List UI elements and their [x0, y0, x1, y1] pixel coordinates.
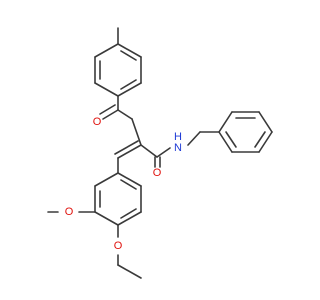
carbonyl-double-bond — [102, 109, 119, 120]
ring-bond — [94, 211, 119, 226]
methoxy-oxygen-label: O — [65, 206, 74, 218]
dialkoxy-ring — [94, 172, 142, 226]
ring-double-bond — [120, 50, 137, 61]
ring-double-bond — [120, 79, 137, 90]
amide-cn-bond — [156, 147, 171, 158]
amide-nitrogen-label: N — [174, 142, 182, 154]
tolyl-ring — [94, 27, 142, 97]
benzyl-group — [187, 111, 273, 153]
ring-bond — [117, 82, 142, 97]
ring-double-bond — [254, 131, 266, 148]
ring-bond — [218, 131, 233, 153]
chain-bond — [131, 118, 142, 146]
structure-canvas: O N H O O O — [47, 27, 273, 279]
ring-double-bond — [225, 131, 237, 148]
ring-bond — [117, 172, 142, 187]
ring-bond — [94, 172, 119, 187]
ring-bond — [218, 111, 233, 133]
ring-bond — [258, 131, 273, 153]
chain-bond — [140, 144, 158, 158]
keto-chain — [99, 95, 142, 146]
ring-bond — [94, 43, 119, 58]
ring-double-bond — [120, 208, 137, 219]
chain-bond — [117, 109, 133, 120]
amide-group — [140, 144, 171, 168]
carbonyl-double-bond — [99, 104, 116, 115]
amide-hydrogen-label: H — [174, 131, 182, 143]
alkene-double-bond — [114, 140, 139, 155]
alkene-double-bond — [117, 144, 142, 159]
vinyl-bond-group — [114, 140, 142, 174]
ring-bond — [117, 43, 142, 58]
ketone-oxygen-label: O — [93, 116, 102, 128]
ring-bond — [258, 111, 273, 133]
ring-bond — [94, 82, 119, 97]
ethoxy-group — [117, 224, 142, 279]
ethoxy-oxygen-label: O — [114, 240, 123, 252]
ring-double-bond — [120, 179, 137, 190]
molecule-structure-diagram: O N H O O O — [47, 27, 273, 279]
n-ch2-bond — [187, 131, 201, 146]
ch2-ch3-bond — [117, 264, 142, 279]
amide-oxygen-label: O — [153, 167, 162, 179]
ring-bond — [117, 211, 142, 226]
